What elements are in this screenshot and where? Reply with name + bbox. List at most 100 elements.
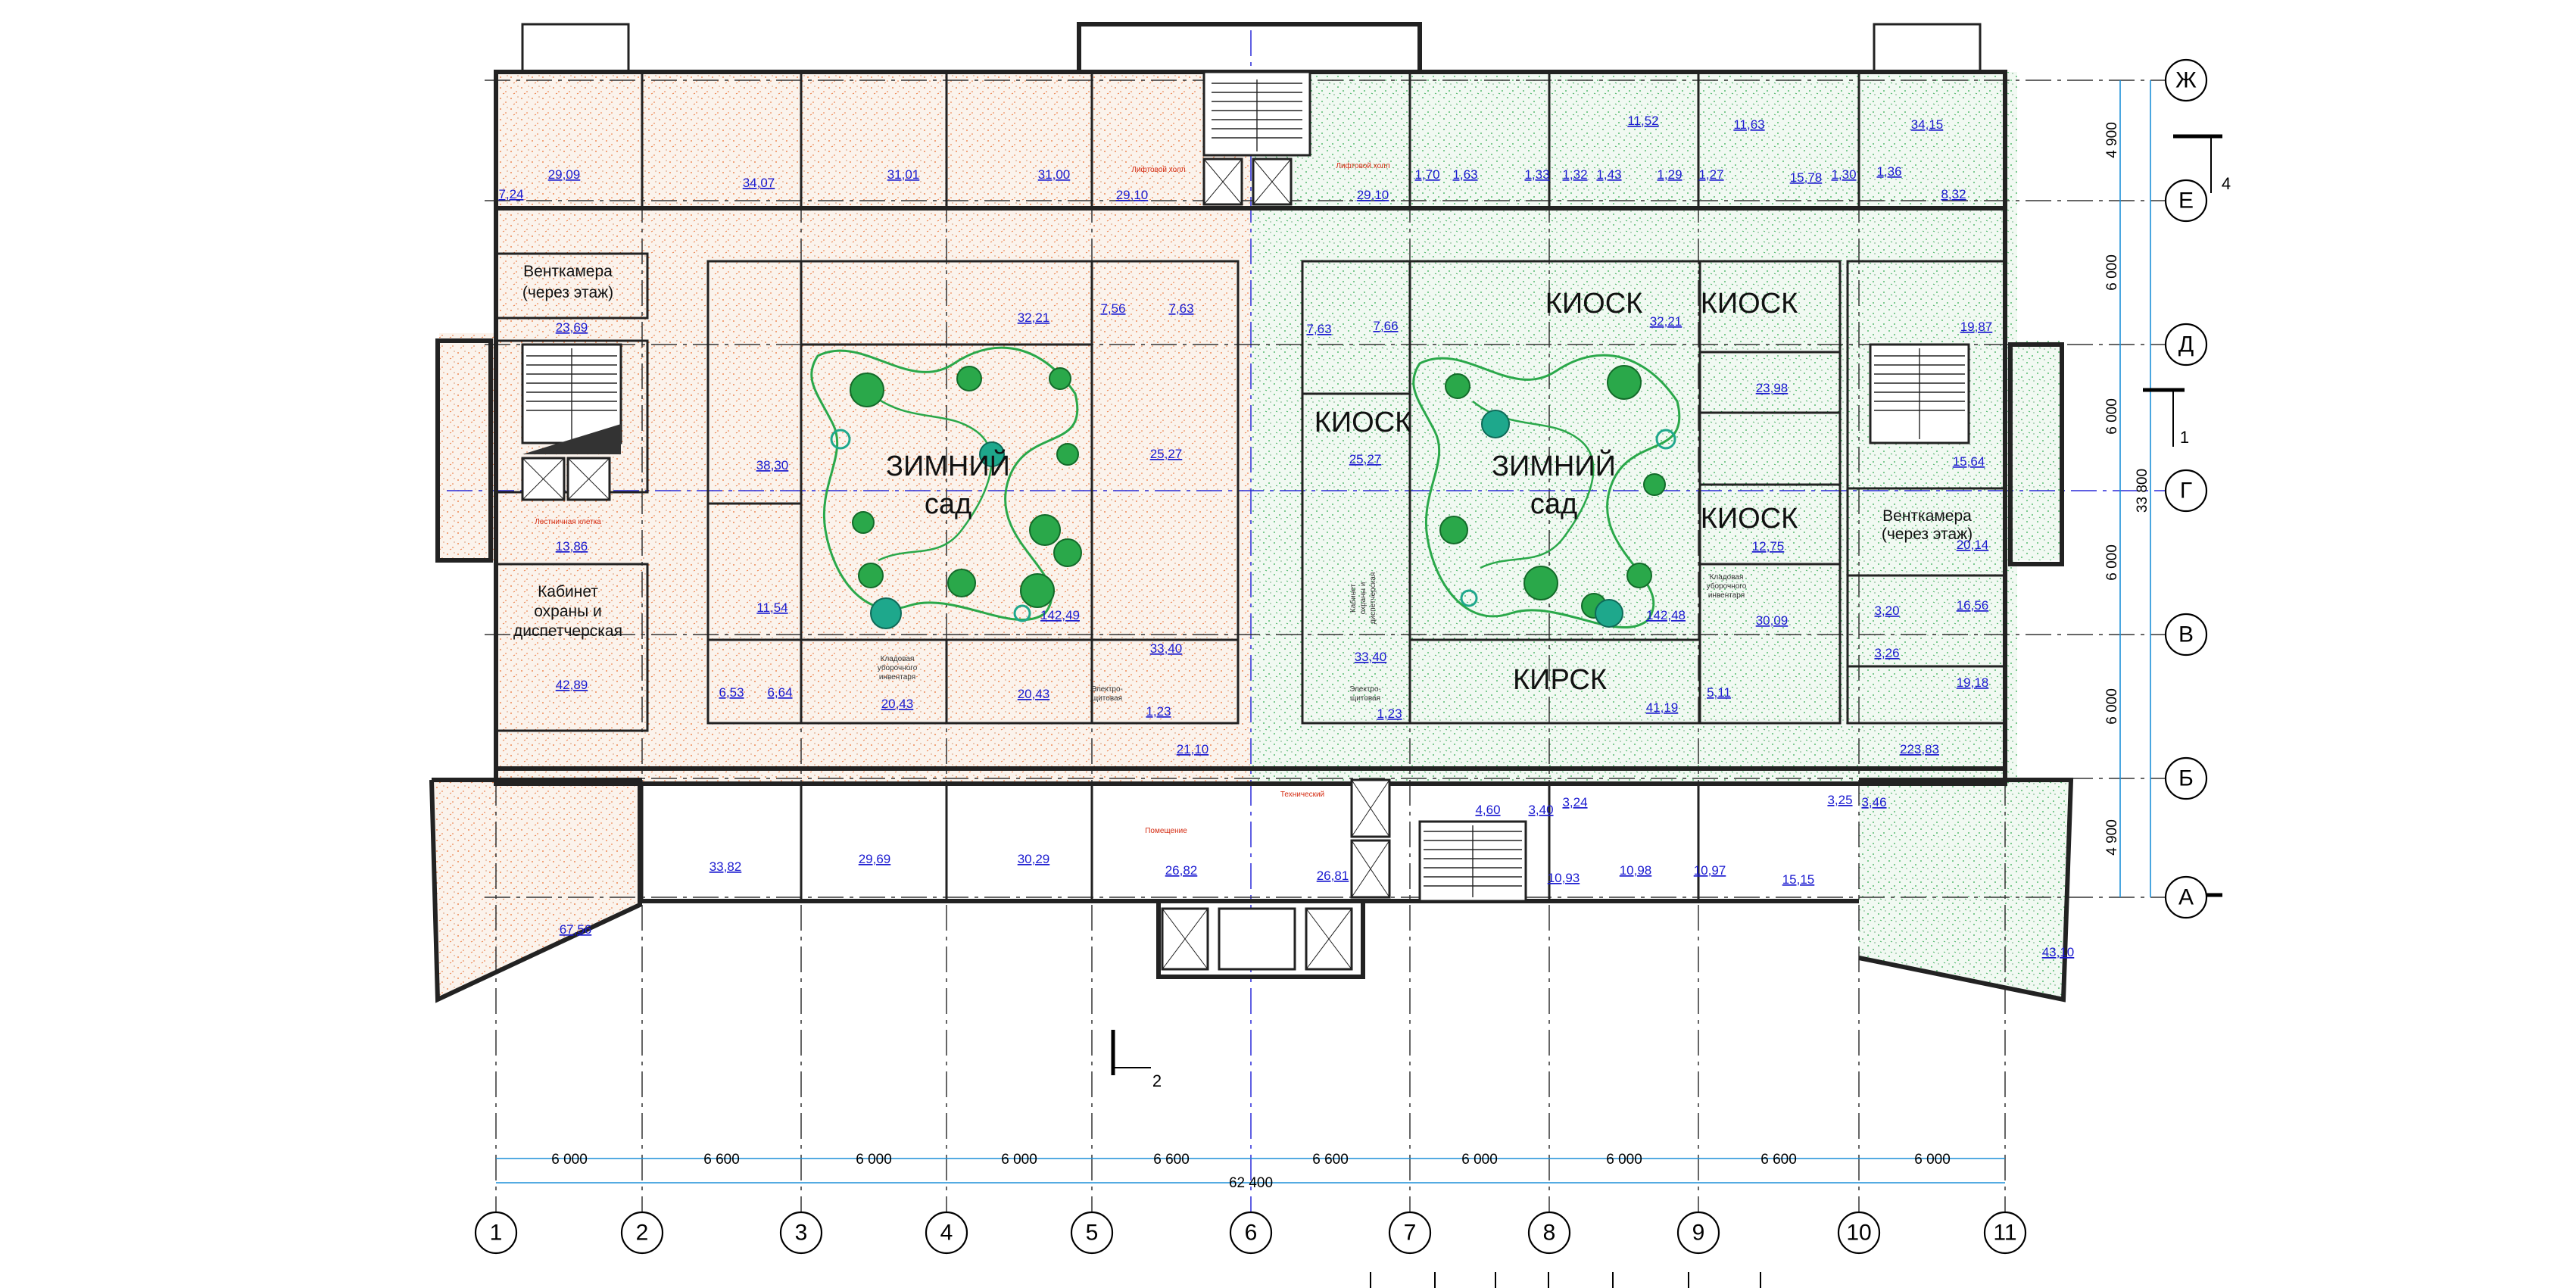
area-small-4: 1,33 — [1524, 167, 1549, 182]
svg-text:Г: Г — [2180, 479, 2192, 504]
garden-landscape-left — [810, 346, 1082, 629]
right-dimensions: 4 900 6 000 6 000 6 000 6 000 4 900 33 8… — [2104, 80, 2151, 897]
area-top-6: 29,10 — [1357, 188, 1389, 202]
area-bottom-16: 43,10 — [2042, 945, 2075, 959]
winter-garden-left-line1: ЗИМНИЙ — [886, 448, 1010, 482]
dim-bottom-9: 6 600 — [1760, 1152, 1797, 1168]
area-small-8: 1,27 — [1698, 167, 1723, 182]
area-small-1: 7,24 — [498, 187, 523, 201]
cabinet-vertical-line1: Кабинет — [1349, 584, 1358, 613]
garden-landscape-right — [1412, 354, 1681, 629]
area-rw-9: 21,10 — [1177, 742, 1209, 756]
axis-col-6: 6 — [1229, 1211, 1273, 1255]
axis-col-4: 4 — [925, 1211, 968, 1255]
area-bottom-3: 29,69 — [859, 852, 891, 866]
red-label-2: Лифтовой холл — [1336, 161, 1389, 170]
area-bottom-5: 26,82 — [1165, 863, 1198, 878]
area-lc-3: 11,54 — [756, 600, 787, 615]
dim-right-4: 6 000 — [2104, 544, 2120, 581]
bottom-stubs — [1370, 1272, 1761, 1288]
area-small-2: 1,70 — [1414, 167, 1439, 182]
area-rg-10: 23,98 — [1756, 381, 1789, 395]
storage-right-line1: Кладовая — [1710, 573, 1744, 582]
area-rw-4: 16,56 — [1957, 598, 1989, 613]
dim-bottom-8: 6 000 — [1606, 1152, 1642, 1168]
area-small-12: 8,32 — [1941, 187, 1966, 201]
area-lc-4: 6,53 — [719, 685, 744, 700]
room-labels: ЗИМНИЙ сад ЗИМНИЙ сад КИОСК КИОСК КИОСК … — [513, 161, 1973, 835]
winter-garden-right-line2: сад — [1530, 488, 1577, 520]
area-lc-8: 33,40 — [1150, 641, 1183, 656]
svg-text:7: 7 — [1404, 1221, 1417, 1246]
svg-text:8: 8 — [1543, 1221, 1556, 1246]
area-bottom-2: 33,82 — [709, 859, 742, 874]
dim-right-2: 6 000 — [2104, 254, 2120, 291]
area-lc-9: 1,23 — [1146, 704, 1171, 719]
area-lg-1: 7,56 — [1100, 301, 1125, 316]
kiosk-label-3: КИОСК — [1315, 407, 1412, 438]
svg-text:2: 2 — [636, 1221, 649, 1246]
bottom-dimensions: 6 000 6 600 6 000 6 000 6 600 6 600 6 00… — [496, 1152, 2005, 1191]
area-left-2: 13,86 — [556, 539, 588, 554]
axis-row-zh: Ж — [2164, 58, 2208, 102]
dim-right-total: 33 800 — [2135, 469, 2150, 513]
storage-left-line3: инвентаря — [879, 673, 915, 681]
axis-col-9: 9 — [1676, 1211, 1720, 1255]
dim-bottom-2: 6 600 — [703, 1152, 740, 1168]
red-label-1: Лифтовой холл — [1131, 165, 1185, 174]
svg-text:Ж: Ж — [2175, 68, 2197, 93]
axis-col-7: 7 — [1388, 1211, 1432, 1255]
axis-col-11: 11 — [1983, 1211, 2027, 1255]
area-top-8: 11,63 — [1733, 117, 1764, 132]
area-small-7: 1,29 — [1657, 167, 1682, 182]
kiosk-label-5: КИРСК — [1513, 664, 1607, 696]
area-lg-2: 7,63 — [1168, 301, 1193, 316]
area-bottom-15: 3,46 — [1861, 795, 1886, 809]
winter-garden-left-line2: сад — [925, 488, 971, 520]
area-rw-7: 3,26 — [1874, 646, 1899, 660]
electrical-right-line1: Электро- — [1349, 685, 1381, 694]
svg-text:4: 4 — [940, 1221, 953, 1246]
area-lg-3: 25,27 — [1150, 447, 1183, 461]
dim-bottom-10: 6 000 — [1914, 1152, 1951, 1168]
dim-bottom-4: 6 000 — [1001, 1152, 1037, 1168]
cabinet-vertical-line3: диспетчерская — [1369, 572, 1377, 625]
svg-text:Д: Д — [2178, 332, 2194, 357]
cabinet-vertical-line2: охраны и — [1359, 582, 1368, 615]
section-label-4: 4 — [2222, 174, 2231, 193]
kiosk-label-4: КИОСК — [1701, 503, 1798, 535]
svg-text:9: 9 — [1692, 1221, 1705, 1246]
axis-row-v: В — [2164, 613, 2208, 656]
area-small-10: 1,30 — [1831, 167, 1856, 182]
area-small-3: 1,63 — [1452, 167, 1477, 182]
dim-bottom-5: 6 600 — [1153, 1152, 1190, 1168]
dim-bottom-total: 62 400 — [1229, 1175, 1273, 1191]
dim-bottom-1: 6 000 — [551, 1152, 588, 1168]
storage-left-line1: Кладовая — [881, 655, 915, 663]
ventkamera-right-line1: Венткамера — [1882, 507, 1972, 525]
axis-col-8: 8 — [1527, 1211, 1571, 1255]
area-bottom-12: 10,97 — [1694, 863, 1726, 878]
axis-col-5: 5 — [1070, 1211, 1114, 1255]
area-rw-2: 15,64 — [1953, 454, 1985, 469]
dim-right-6: 4 900 — [2104, 819, 2120, 856]
area-rg-5: 32,21 — [1650, 314, 1683, 329]
svg-text:3: 3 — [795, 1221, 808, 1246]
security-line2: охраны и — [534, 603, 602, 620]
section-label-2: 2 — [1152, 1071, 1162, 1090]
walls — [429, 22, 2074, 1003]
storage-right-line3: инвентаря — [1708, 591, 1745, 600]
ventkamera-left-line1: Венткамера — [523, 263, 613, 280]
area-bottom-1: 67,56 — [560, 922, 592, 937]
kiosk-label-1: КИОСК — [1545, 288, 1643, 320]
axis-col-10: 10 — [1837, 1211, 1881, 1255]
area-left-3: 42,89 — [556, 678, 588, 692]
electrical-right-line2: щитовая — [1350, 694, 1380, 703]
area-rg-3: 7,63 — [1306, 322, 1331, 336]
storage-right-line2: уборочного — [1707, 582, 1747, 591]
area-rw-3: 20,14 — [1957, 538, 1989, 552]
area-rg-4: 7,66 — [1373, 319, 1398, 333]
area-rg-7: 1,23 — [1377, 706, 1402, 721]
area-top-9: 34,15 — [1911, 117, 1944, 132]
